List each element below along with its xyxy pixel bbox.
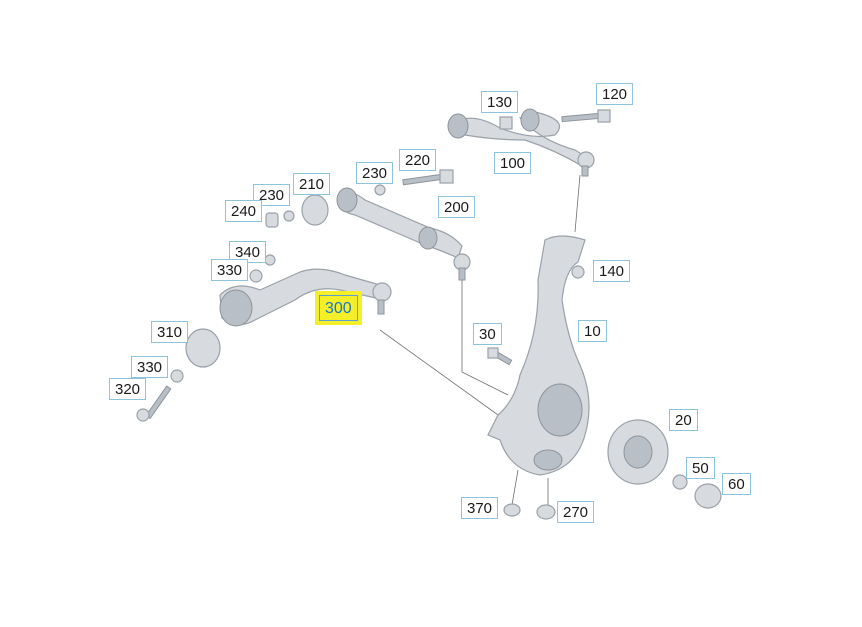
- bushing-210: [301, 194, 329, 226]
- nut-140: [571, 265, 585, 279]
- lower-arm-300: [219, 268, 392, 327]
- callout-310: 310: [151, 321, 189, 343]
- sleeve-240: [265, 212, 279, 228]
- callout-10: 10: [578, 320, 607, 342]
- control-arm-200: [336, 187, 471, 281]
- callout-300-highlighted: 300: [319, 295, 358, 321]
- callout-330: 330: [131, 356, 169, 378]
- leader-line: [574, 174, 581, 233]
- callout-330: 330: [211, 259, 249, 281]
- cap-60: [694, 483, 722, 509]
- wheel-hub: [607, 419, 669, 485]
- callout-20: 20: [669, 409, 698, 431]
- bolt-120: [561, 109, 611, 123]
- callout-320: 320: [109, 378, 147, 400]
- callout-100: 100: [494, 152, 532, 174]
- nut-270: [536, 504, 556, 520]
- callout-120: 120: [596, 83, 634, 105]
- callout-220: 220: [399, 149, 437, 171]
- washer-340: [264, 254, 276, 266]
- leader-line: [511, 469, 519, 506]
- callout-340: 340: [229, 241, 267, 263]
- callout-210: 210: [293, 173, 331, 195]
- upper-wishbone: [447, 108, 595, 177]
- steering-knuckle: [487, 235, 590, 476]
- washer-230: [374, 184, 386, 196]
- callout-230: 230: [356, 162, 394, 184]
- nut-370: [503, 503, 521, 517]
- callout-140: 140: [593, 260, 631, 282]
- callout-200: 200: [438, 196, 476, 218]
- callout-230: 230: [253, 184, 291, 206]
- leader-line: [379, 329, 506, 421]
- bolt-320: [136, 385, 172, 422]
- washer-330a: [249, 269, 263, 283]
- bolt-50: [672, 474, 688, 490]
- bushing-310: [185, 328, 221, 368]
- callout-130: 130: [481, 91, 519, 113]
- callout-240: 240: [225, 200, 263, 222]
- leader-line: [461, 371, 509, 396]
- washer-230b: [283, 210, 295, 222]
- washer-330b: [170, 369, 184, 383]
- nut-130: [499, 116, 513, 130]
- bolt-220: [402, 169, 454, 186]
- callout-270: 270: [557, 501, 595, 523]
- callout-50: 50: [686, 457, 715, 479]
- callout-370: 370: [461, 497, 499, 519]
- bolt-30: [487, 347, 513, 366]
- callout-30: 30: [473, 323, 502, 345]
- callout-60: 60: [722, 473, 751, 495]
